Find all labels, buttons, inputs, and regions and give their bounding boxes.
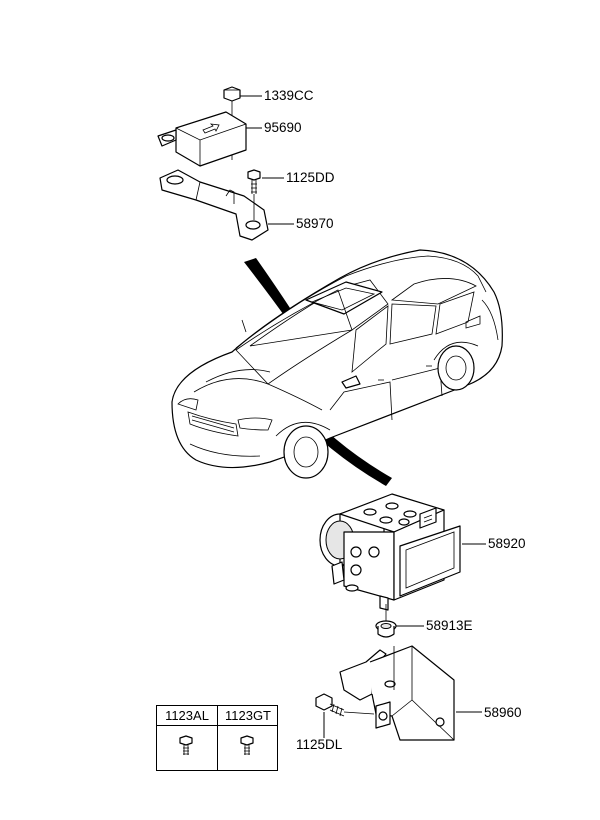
label-bolt-lower: 1125DL bbox=[296, 737, 343, 752]
bolt-1125dd bbox=[247, 169, 261, 220]
bracket-58960 bbox=[339, 645, 455, 741]
label-sensor-bracket: 58970 bbox=[296, 216, 334, 231]
bolt-1125dl bbox=[315, 693, 375, 717]
grommet-58913e bbox=[375, 620, 397, 638]
bracket-58970 bbox=[159, 169, 269, 241]
label-sensor: 95690 bbox=[264, 120, 302, 135]
car-illustration bbox=[171, 249, 503, 479]
label-hecu-module: 58920 bbox=[488, 536, 526, 551]
legend-header-1123al: 1123AL bbox=[157, 706, 217, 726]
legend-divider bbox=[217, 706, 218, 770]
label-module-bracket: 58960 bbox=[484, 705, 522, 720]
legend-header-1123gt: 1123GT bbox=[218, 706, 278, 726]
label-grommet: 58913E bbox=[426, 618, 473, 633]
screw-1123gt-icon bbox=[240, 735, 254, 755]
sensor-95690 bbox=[157, 111, 247, 167]
label-nut: 1339CC bbox=[264, 88, 314, 103]
screw-1123al-icon bbox=[179, 735, 193, 755]
label-bolt-upper: 1125DD bbox=[286, 170, 335, 185]
hecu-module-58920 bbox=[319, 493, 461, 624]
fastener-legend-table: 1123AL 1123GT bbox=[156, 705, 278, 771]
